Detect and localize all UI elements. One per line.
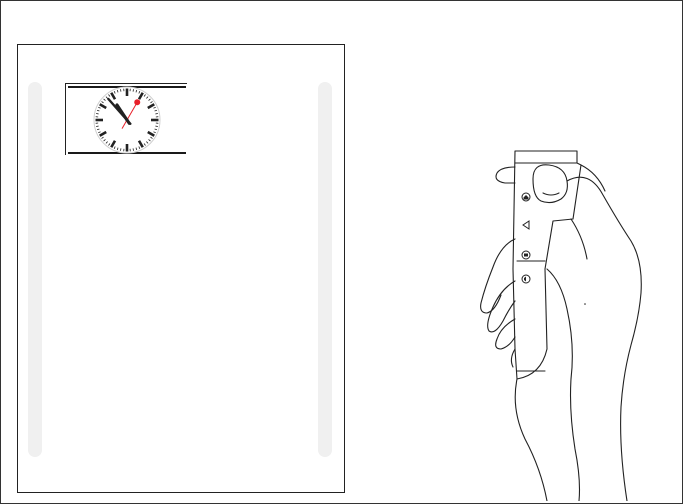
clock-second-hand-dot [134, 99, 140, 105]
clock-minute-tick [96, 126, 98, 127]
clock-minute-tick [155, 113, 157, 114]
hand-holding-remote-illustration [471, 149, 661, 501]
clock-minute-tick [96, 113, 98, 114]
handheld-remote-icon [513, 151, 581, 379]
clock-widget[interactable] [65, 83, 187, 155]
left-scroll-track[interactable] [28, 82, 42, 457]
analog-clock-icon [66, 84, 188, 156]
clock-minute-tick [133, 89, 134, 91]
clock-minute-tick [120, 148, 121, 150]
display-screen [17, 44, 345, 493]
clock-minute-tick [133, 148, 134, 150]
clock-minute-tick [120, 89, 121, 91]
right-scroll-track[interactable] [318, 82, 332, 457]
play-icon [523, 221, 529, 229]
clock-minute-tick [155, 126, 157, 127]
